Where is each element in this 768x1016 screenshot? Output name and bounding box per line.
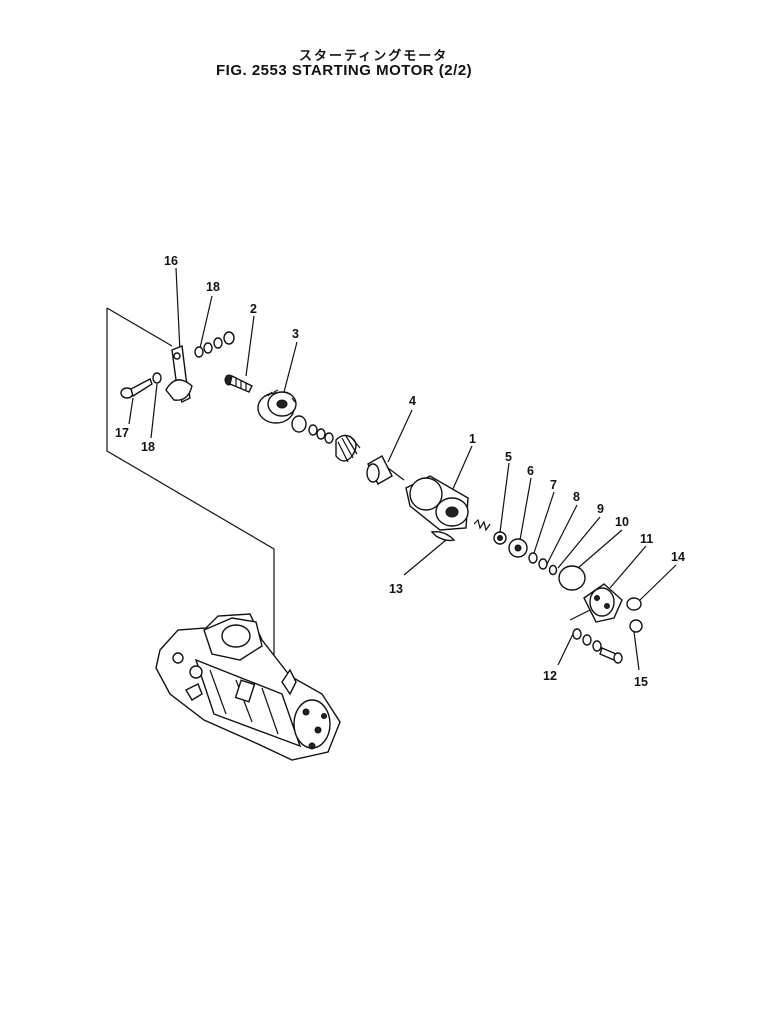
callout-15: 15 — [634, 675, 648, 689]
clutch-rings — [291, 415, 334, 444]
callout-labels: 1 2 3 4 5 6 7 8 9 10 11 12 13 14 15 16 1… — [115, 254, 685, 689]
callout-4: 4 — [409, 394, 416, 408]
callout-14: 14 — [671, 550, 685, 564]
part-18-washers-upper — [194, 331, 235, 358]
callout-13: 13 — [389, 582, 403, 596]
part-17-bolt — [120, 378, 153, 399]
part-11-cover — [583, 583, 623, 623]
part-1-solenoid-housing — [405, 475, 469, 531]
callout-17: 17 — [115, 426, 129, 440]
part-8-washer — [538, 558, 548, 570]
assembly-bracket-lines — [106, 307, 275, 658]
callout-18-lower: 18 — [141, 440, 155, 454]
part-18-washer-lower — [152, 372, 162, 384]
part-16-shift-lever — [165, 345, 193, 404]
callout-2: 2 — [250, 302, 257, 316]
callout-7: 7 — [550, 478, 557, 492]
part-3-pinion-gear — [257, 389, 297, 424]
callout-10: 10 — [615, 515, 629, 529]
part-12-screw-set — [572, 628, 623, 664]
part-10-o-ring — [558, 565, 586, 591]
drive-spring — [335, 434, 361, 463]
part-6-contact-plate — [508, 538, 528, 558]
callout-12: 12 — [543, 669, 557, 683]
starting-motor-assembly — [155, 613, 341, 761]
part-5-nut — [493, 531, 507, 545]
callout-8: 8 — [573, 490, 580, 504]
part-9-washer — [548, 564, 558, 576]
part-13-clip — [430, 530, 456, 542]
figure-title: FIG. 2553 STARTING MOTOR (2/2) — [216, 62, 473, 79]
part-2-pin — [224, 374, 253, 393]
part-14-cap — [626, 597, 642, 611]
callout-16: 16 — [164, 254, 178, 268]
part-7-washer — [528, 552, 538, 564]
callout-3: 3 — [292, 327, 299, 341]
part-15-cap — [629, 619, 643, 633]
callout-9: 9 — [597, 502, 604, 516]
return-spring — [473, 518, 491, 532]
leader-lines — [128, 267, 677, 671]
callout-1: 1 — [469, 432, 476, 446]
figure-title-japanese: スターティングモータ — [299, 49, 449, 64]
part-4-plunger — [366, 455, 405, 485]
callout-11: 11 — [640, 532, 653, 546]
callout-6: 6 — [527, 464, 534, 478]
callout-5: 5 — [505, 450, 512, 464]
callout-18-upper: 18 — [206, 280, 220, 294]
